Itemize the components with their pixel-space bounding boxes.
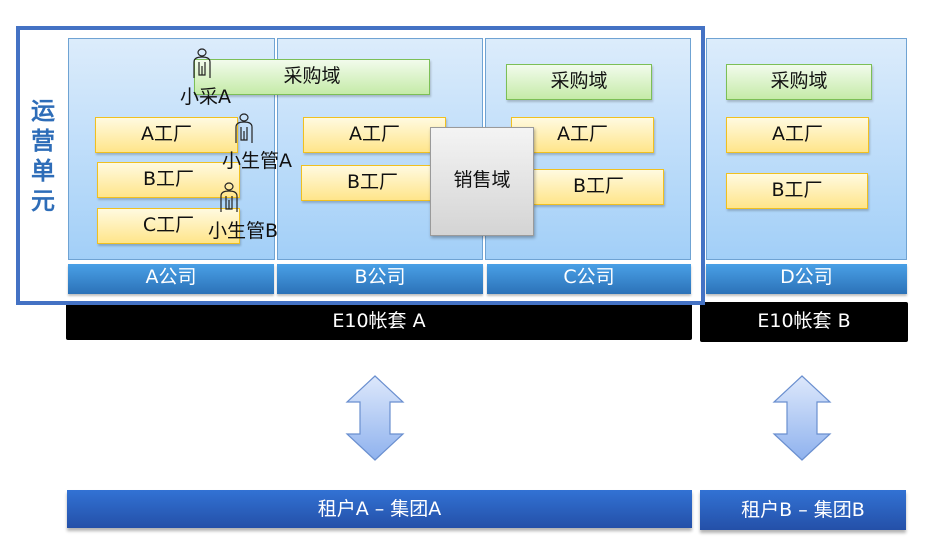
operating-unit-char: 营 [31,127,55,155]
double-arrow-icon-a [345,375,405,461]
ledger-b: E10帐套 B [700,302,908,342]
operating-unit-char: 元 [31,187,55,215]
person-label-purchaser: 小采A [180,86,231,108]
operating-unit-char: 单 [31,157,55,185]
factory-b-company-d: B工厂 [726,173,868,209]
purchase-domain-d: 采购域 [726,64,872,100]
person-icon-purchaser [193,48,211,78]
factory-a-company-a: A工厂 [95,117,238,153]
tenant-b: 租户B – 集团B [700,490,906,530]
purchase-domain-c: 采购域 [506,64,652,100]
factory-c-company-a: C工厂 [97,208,240,244]
person-label-production-b: 小生管B [208,220,279,242]
person-label-production-a: 小生管A [222,150,292,172]
company-bar-b: B公司 [277,264,483,294]
purchase-domain-ab: 采购域 [194,59,430,95]
person-icon-production-b [220,182,238,212]
sales-domain: 销售域 [430,127,534,236]
person-icon-production-a [235,113,253,143]
double-arrow-icon-b [772,375,832,461]
factory-a-company-d: A工厂 [726,117,869,153]
ledger-a: E10帐套 A [66,302,692,340]
factory-a-company-b: A工厂 [303,117,446,153]
tenant-a: 租户A – 集团A [67,490,692,528]
operating-unit-char: 运 [31,97,55,125]
operating-unit-frame [16,26,705,305]
company-bar-d: D公司 [706,264,907,294]
company-bar-a: A公司 [68,264,274,294]
factory-b-company-b: B工厂 [301,165,444,201]
factory-a-company-c: A工厂 [511,117,654,153]
operating-unit-label: 运 营 单 元 [28,96,58,216]
factory-b-company-a: B工厂 [97,162,240,198]
company-bar-c: C公司 [487,264,691,294]
